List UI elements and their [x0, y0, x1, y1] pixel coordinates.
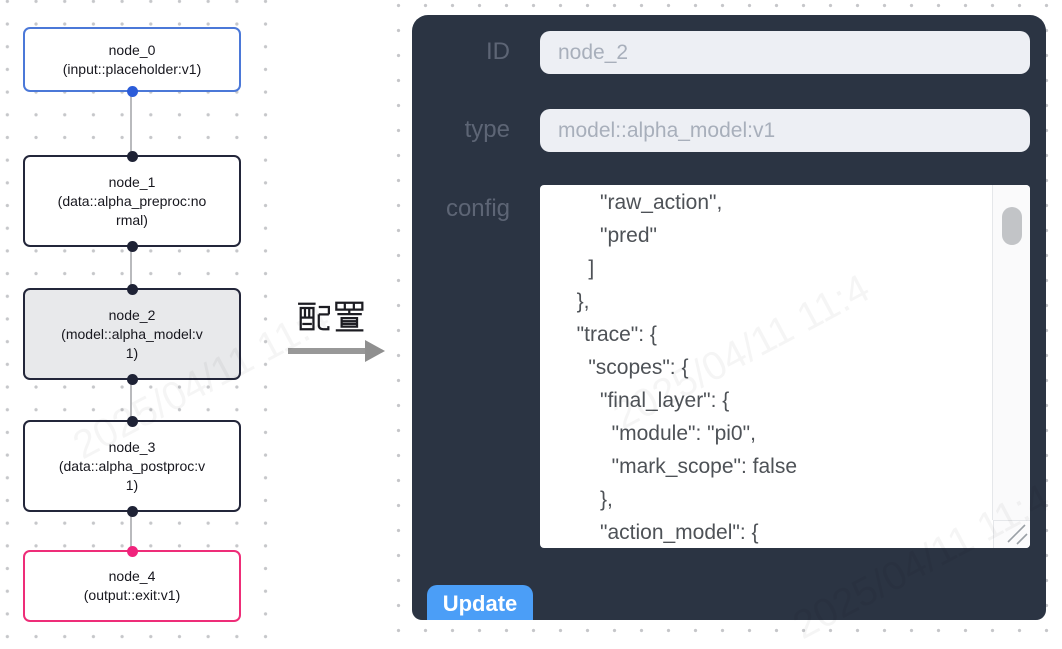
flow-node-node1[interactable]: node_1 (data::alpha_preproc:normal)	[23, 150, 241, 252]
scrollbar-track[interactable]	[992, 185, 1030, 520]
config-textarea[interactable]: "raw_action", "pred" ] }, "trace": { "sc…	[540, 185, 1030, 548]
target-handle-icon[interactable]	[126, 545, 138, 557]
node-subtitle: (input::placeholder:v1)	[62, 60, 202, 77]
node-subtitle: (model::alpha_model:v1)	[61, 325, 203, 361]
type-field-label: type	[464, 116, 510, 143]
node-title: node_0	[108, 41, 156, 58]
target-handle-icon[interactable]	[126, 283, 138, 295]
transition-annotation: 配置	[284, 300, 394, 363]
target-handle-icon[interactable]	[126, 415, 138, 427]
node-config-panel: ID type config "raw_action", "pred" ] },…	[412, 15, 1046, 620]
source-handle-icon[interactable]	[126, 85, 138, 97]
source-handle-icon[interactable]	[126, 373, 138, 385]
config-label-glyphs	[298, 301, 364, 332]
edge-node2-node3	[130, 380, 132, 420]
node-title: node_2	[108, 306, 156, 323]
flow-node-node2-selected[interactable]: node_2 (model::alpha_model:v1)	[23, 283, 241, 385]
scrollbar-thumb[interactable]	[1002, 207, 1022, 245]
target-handle-icon[interactable]	[126, 150, 138, 162]
id-field-label: ID	[486, 38, 510, 65]
flow-node-node4[interactable]: node_4 (output::exit:v1)	[23, 545, 241, 622]
source-handle-icon[interactable]	[126, 505, 138, 517]
config-canvas: ID type config "raw_action", "pred" ] },…	[393, 0, 1062, 643]
source-handle-icon[interactable]	[126, 240, 138, 252]
node-title: node_3	[108, 438, 156, 455]
edge-node3-node4	[130, 512, 132, 550]
node-title: node_1	[108, 173, 156, 190]
flow-canvas[interactable]: node_0 (input::placeholder:v1) node_1 (d…	[0, 0, 286, 643]
edge-node0-node1	[130, 92, 132, 155]
right-arrow-icon	[288, 340, 385, 362]
config-field-label: config	[445, 195, 510, 222]
node-subtitle: (data::alpha_preproc:normal)	[57, 192, 207, 228]
resize-grip-icon	[1007, 524, 1028, 545]
node-subtitle: (output::exit:v1)	[83, 587, 181, 603]
id-input[interactable]	[540, 31, 1030, 74]
edge-node1-node2	[130, 247, 132, 288]
flow-node-node3[interactable]: node_3 (data::alpha_postproc:v1)	[23, 415, 241, 517]
textarea-resize-corner[interactable]	[993, 520, 1030, 548]
type-input[interactable]	[540, 109, 1030, 152]
transition-label-text: 配置	[284, 300, 285, 301]
node-subtitle: (data::alpha_postproc:v1)	[58, 457, 206, 493]
flow-node-node0[interactable]: node_0 (input::placeholder:v1)	[23, 27, 241, 97]
node-title: node_4	[108, 568, 156, 584]
update-button[interactable]: Update	[427, 585, 533, 620]
config-json-text: "raw_action", "pred" ] }, "trace": { "sc…	[576, 191, 797, 544]
